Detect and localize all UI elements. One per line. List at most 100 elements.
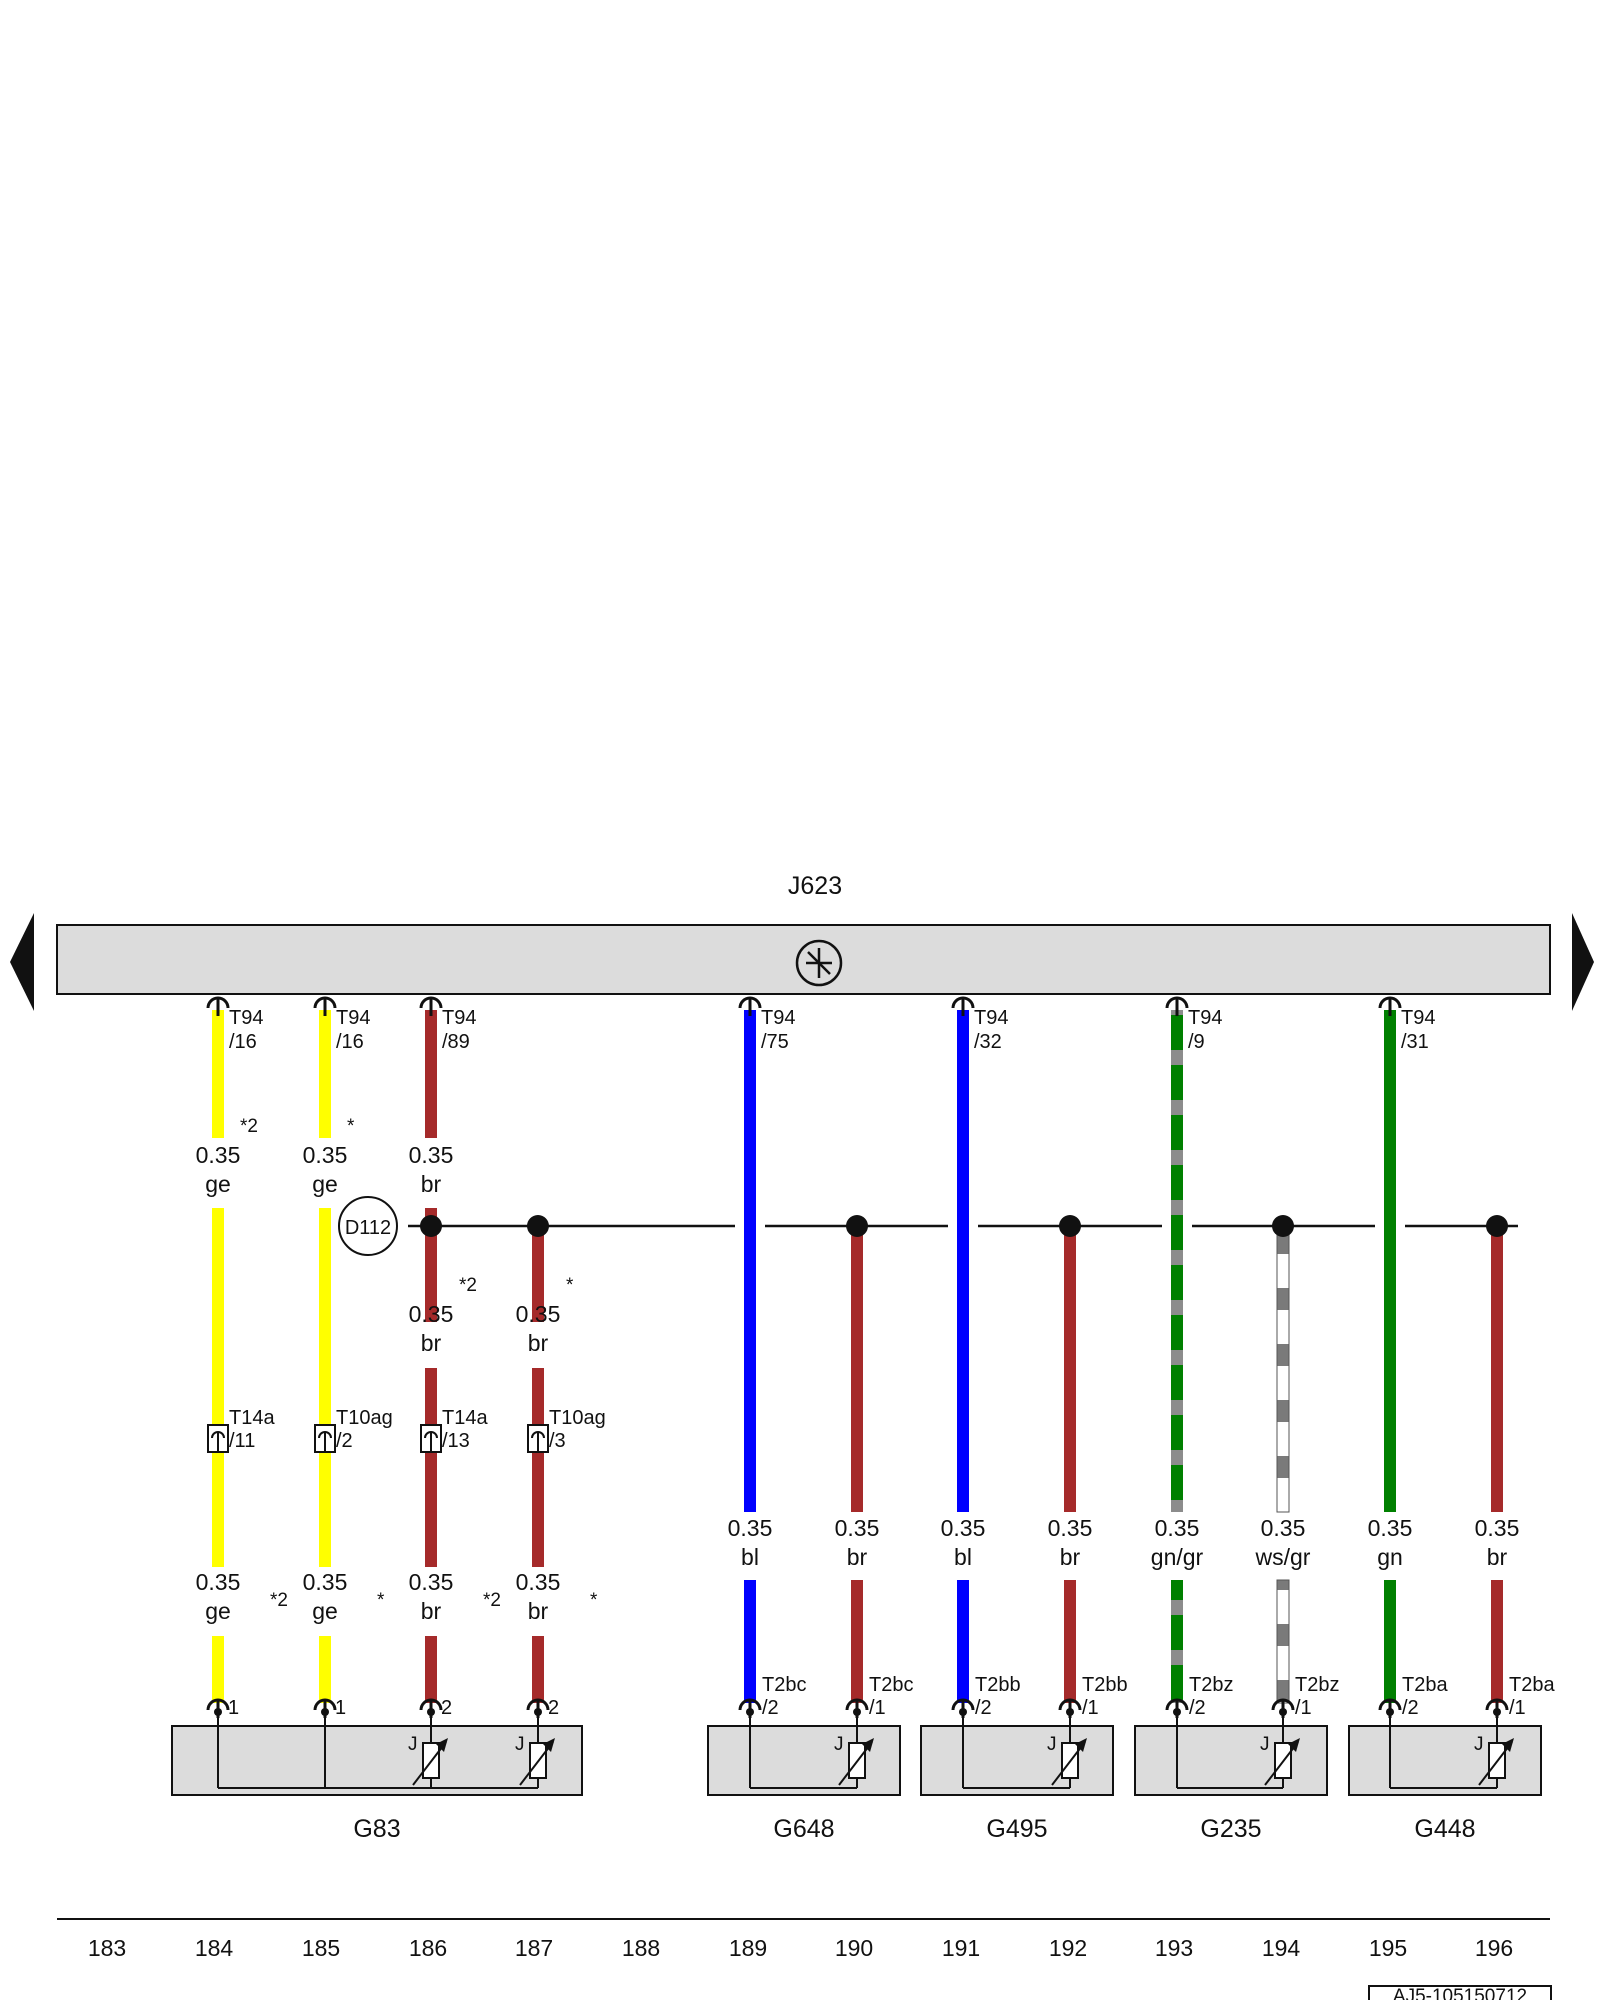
inline-connector-code: T10ag xyxy=(336,1407,393,1429)
connectors-layer xyxy=(206,996,1509,1718)
reference-label: AJ5-105150712 xyxy=(1393,1986,1527,2000)
inline-connector-pin: /3 xyxy=(549,1430,566,1452)
upper-connector-code: T94 xyxy=(974,1007,1008,1029)
upper-connector-pin: /16 xyxy=(229,1031,257,1053)
track-number: 186 xyxy=(409,1935,447,1961)
sensor-symbol-label: J xyxy=(834,1734,844,1755)
branch-wire xyxy=(425,1232,437,1322)
component-label: G448 xyxy=(1414,1815,1475,1843)
left-wire xyxy=(425,1368,437,1567)
upper-connector-pin: /75 xyxy=(761,1031,789,1053)
upper-wire xyxy=(425,1010,437,1138)
component-connector-code: T2bb xyxy=(1082,1674,1128,1696)
junction-node-icon xyxy=(846,1215,868,1237)
track-number: 185 xyxy=(302,1935,340,1961)
lower-wire-note: * xyxy=(377,1590,385,1611)
right-wire-size: 0.35 xyxy=(941,1515,986,1541)
sensor-symbol-label: J xyxy=(1474,1734,1484,1755)
inline-connector-code: T14a xyxy=(442,1407,488,1429)
component-connector-code: T2bc xyxy=(869,1674,913,1696)
page-left-arrow-icon[interactable] xyxy=(10,913,34,1011)
upper-connector-code: T94 xyxy=(442,1007,476,1029)
upper-connector-pin: /89 xyxy=(442,1031,470,1053)
component-connector-pin: /2 xyxy=(1189,1697,1206,1719)
track-number: 192 xyxy=(1049,1935,1087,1961)
upper-wire-color: ge xyxy=(205,1171,231,1197)
inline-connector-pin: /11 xyxy=(229,1430,255,1452)
right-wire-color: gn/gr xyxy=(1151,1544,1204,1570)
upper-wire-size: 0.35 xyxy=(196,1142,241,1168)
junction-label: D112 xyxy=(345,1217,391,1239)
long-wire xyxy=(957,1010,969,1512)
component-connector-code: T2ba xyxy=(1402,1674,1448,1696)
upper-connector-code: T94 xyxy=(1401,1007,1435,1029)
sensor-symbol-label: J xyxy=(1260,1734,1270,1755)
right-wire-color: br xyxy=(1060,1544,1081,1570)
right-wire-color: bl xyxy=(954,1544,972,1570)
sensor-arrowhead-icon xyxy=(862,1738,874,1752)
sensor-arrow-icon xyxy=(519,1741,554,1786)
component-connector-code: T2bz xyxy=(1295,1674,1339,1696)
right-wire-lower xyxy=(1384,1580,1396,1703)
long-wire xyxy=(744,1212,756,1240)
right-wire-size: 0.35 xyxy=(1261,1515,1306,1541)
junction-node-icon xyxy=(1486,1215,1508,1237)
left-wire xyxy=(532,1368,544,1567)
junction-node-icon xyxy=(1059,1215,1081,1237)
inline-connector-pin: /2 xyxy=(336,1430,353,1452)
right-wire-lower xyxy=(851,1580,863,1703)
branch-wire-note: *2 xyxy=(459,1275,477,1296)
upper-connector-code: T94 xyxy=(761,1007,795,1029)
component-connector-pin: /1 xyxy=(1509,1697,1526,1719)
control-unit-box xyxy=(56,924,1551,995)
right-wire-size: 0.35 xyxy=(1155,1515,1200,1541)
left-wire xyxy=(212,1208,224,1567)
right-wire-size: 0.35 xyxy=(1048,1515,1093,1541)
component-connector-pin: /1 xyxy=(1295,1697,1312,1719)
upper-wire-bus xyxy=(319,1208,331,1226)
upper-wire-color: ge xyxy=(312,1171,338,1197)
sensor-arrow-icon xyxy=(1264,1741,1299,1786)
right-wire-lower xyxy=(1276,1579,1290,1704)
track-number: 190 xyxy=(835,1935,873,1961)
right-wire-size: 0.35 xyxy=(1368,1515,1413,1541)
lower-wire-color: ge xyxy=(312,1598,338,1624)
branch-wire-size: 0.35 xyxy=(516,1301,561,1327)
upper-connector-code: T94 xyxy=(336,1007,370,1029)
reference-box xyxy=(1368,1985,1552,2000)
upper-connector-pin: /32 xyxy=(974,1031,1002,1053)
right-wire-color: ws/gr xyxy=(1255,1544,1311,1570)
sensor-arrow-icon xyxy=(1478,1741,1513,1786)
long-wire xyxy=(1384,1010,1396,1512)
control-unit-label: J623 xyxy=(788,872,842,900)
lower-wire-size: 0.35 xyxy=(409,1569,454,1595)
upper-wire-bus xyxy=(212,1208,224,1226)
right-wire-lower xyxy=(1491,1580,1503,1703)
lower-wire-note: *2 xyxy=(270,1590,288,1611)
upper-wire xyxy=(212,1010,224,1138)
sensor-arrowhead-icon xyxy=(1075,1738,1087,1752)
sensor-arrow-icon xyxy=(412,1741,447,1786)
long-wire xyxy=(744,1010,756,1512)
component-connector-pin: /2 xyxy=(975,1697,992,1719)
left-wire-lower xyxy=(319,1636,331,1703)
sensor-arrowhead-icon xyxy=(543,1738,555,1752)
upper-wire-note: *2 xyxy=(240,1116,258,1137)
right-wire-size: 0.35 xyxy=(1475,1515,1520,1541)
upper-connector-code: T94 xyxy=(229,1007,263,1029)
component-connector-pin: /2 xyxy=(762,1697,779,1719)
component-box xyxy=(1348,1725,1542,1796)
upper-connector-pin: /9 xyxy=(1188,1031,1205,1053)
branch-wire xyxy=(532,1232,544,1322)
sensor-symbol-label: J xyxy=(1047,1734,1057,1755)
page-right-arrow-icon[interactable] xyxy=(1572,913,1594,1011)
lower-wire-size: 0.35 xyxy=(196,1569,241,1595)
component-connector-pin: /1 xyxy=(1082,1697,1099,1719)
track-number: 183 xyxy=(88,1935,126,1961)
upper-wire-size: 0.35 xyxy=(409,1142,454,1168)
right-wire-color: br xyxy=(1487,1544,1508,1570)
component-pin-number: 1 xyxy=(228,1697,239,1719)
right-wire-lower xyxy=(1171,1580,1183,1703)
component-box xyxy=(1134,1725,1328,1796)
lower-wire-note: *2 xyxy=(483,1590,501,1611)
